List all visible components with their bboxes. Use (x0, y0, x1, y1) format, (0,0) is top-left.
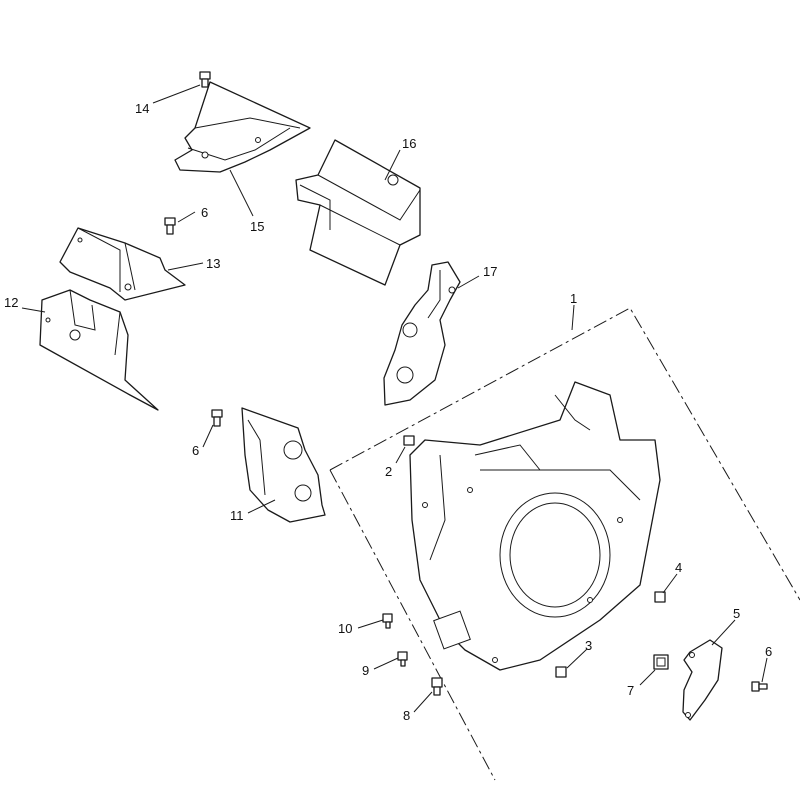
assembly-boundary-lower (329, 469, 496, 781)
part-14-bolt (199, 71, 211, 88)
callout-8: 8 (403, 708, 410, 723)
part-11-lower-bracket (241, 407, 326, 523)
callout-15: 15 (250, 219, 264, 234)
callout-16: 16 (402, 136, 416, 151)
part-6-bolt-lower-right (751, 681, 768, 692)
part-12-base-plate (39, 289, 159, 411)
callout-4: 4 (675, 560, 682, 575)
callout-7: 7 (627, 683, 634, 698)
callout-11: 11 (230, 508, 244, 523)
leader-lines (21, 84, 768, 713)
part-16-duct-shroud (295, 139, 421, 286)
part-7-nut (653, 654, 669, 670)
part-13-side-shroud (59, 227, 186, 301)
callout-17: 17 (483, 264, 497, 279)
callout-1: 1 (570, 291, 577, 306)
part-15-shroud-plate (174, 81, 311, 173)
part-3-clip (555, 666, 567, 678)
part-10-screw (382, 613, 393, 629)
part-4-clip (654, 591, 666, 603)
callout-6-lower-right: 6 (765, 644, 772, 659)
callout-10: 10 (338, 621, 352, 636)
callout-5: 5 (733, 606, 740, 621)
callout-6-upper: 6 (201, 205, 208, 220)
assembly-boundary (329, 307, 800, 601)
part-5-cover-plate (682, 639, 723, 721)
part-6-bolt-mid (211, 409, 223, 427)
callout-12: 12 (4, 295, 18, 310)
part-2-nut (403, 435, 415, 446)
part-6-bolt-upper (164, 217, 176, 235)
callout-9: 9 (362, 663, 369, 678)
part-1-blower-housing (409, 381, 661, 671)
callout-13: 13 (206, 256, 220, 271)
part-9-screw (397, 651, 408, 667)
callout-6-mid: 6 (192, 443, 199, 458)
callout-14: 14 (135, 101, 149, 116)
part-8-stud (431, 677, 443, 696)
callout-3: 3 (585, 638, 592, 653)
callout-2: 2 (385, 464, 392, 479)
part-17-bracket (383, 261, 461, 406)
